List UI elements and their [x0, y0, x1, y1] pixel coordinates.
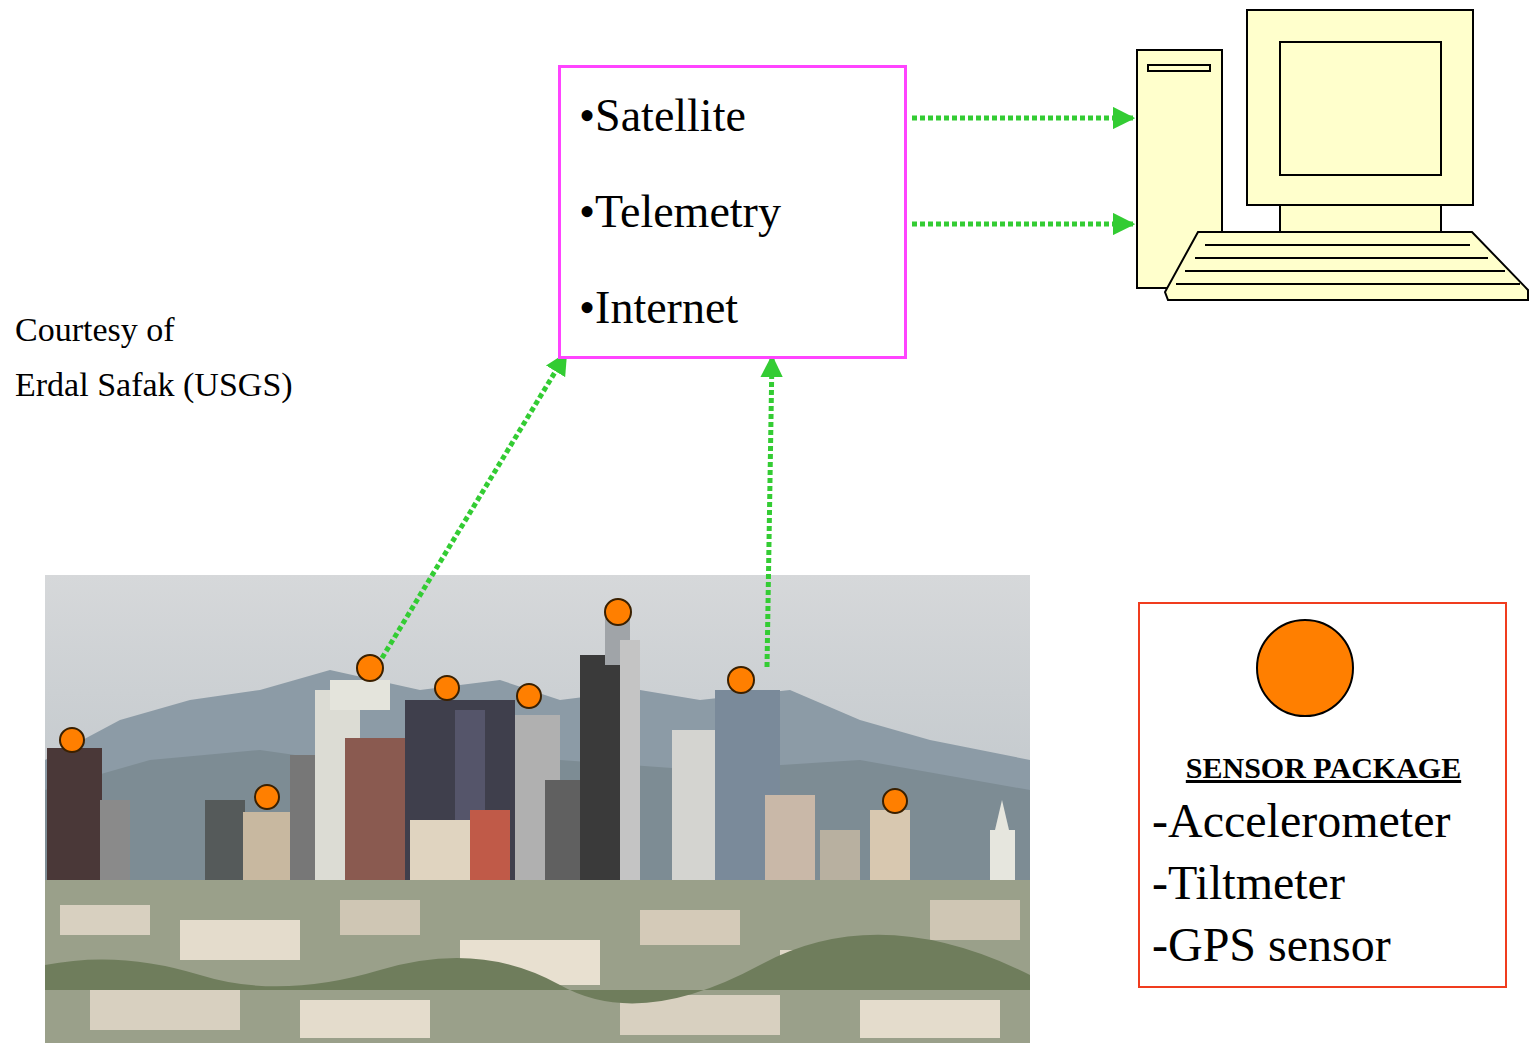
node-text: •Telemetry: [579, 164, 892, 260]
illustration-rect: [47, 748, 102, 898]
illustration-rect: [930, 900, 1020, 940]
illustration-line: [767, 357, 772, 667]
sensor-symbol: [1250, 613, 1360, 723]
illustration-rect: [100, 800, 130, 890]
illustration-rect: [60, 905, 150, 935]
illustration-rect: [545, 780, 585, 890]
illustration-rect: [1280, 205, 1441, 232]
illustration-rect: [300, 1000, 430, 1038]
illustration-rect: [330, 680, 390, 710]
illustration-line: [382, 354, 566, 658]
illustration-rect: [470, 810, 510, 890]
illustration-rect: [345, 738, 405, 893]
data-links: [382, 118, 1133, 667]
illustration-circle: [60, 728, 84, 752]
illustration-rect: [1280, 42, 1441, 175]
illustration-rect: [580, 655, 625, 895]
node-text: •Internet: [579, 260, 892, 356]
illustration-rect: [45, 575, 1030, 1043]
illustration-rect: [45, 880, 1030, 1043]
legend-box: SENSOR PACKAGE-Accelerometer-Tiltmeter-G…: [1138, 602, 1507, 988]
link-box: •Satellite•Telemetry•Internet: [558, 65, 907, 359]
illustration-rect: [90, 990, 240, 1030]
illustration-line: [912, 116, 1133, 121]
illustration-rect: [340, 900, 420, 935]
illustration-path: [995, 800, 1009, 830]
city-photo: [45, 575, 1030, 1043]
illustration-rect: [1148, 65, 1210, 71]
credit-text: Erdal Safak (USGS): [15, 365, 293, 405]
illustration-path: [45, 935, 1030, 1004]
illustration-circle: [357, 655, 383, 681]
illustration-rect: [620, 640, 640, 890]
illustration-path: [1176, 245, 1520, 284]
illustration-rect: [180, 920, 300, 960]
illustration-rect: [870, 810, 910, 890]
credit-text: Courtesy of: [15, 310, 175, 350]
illustration-rect: [410, 820, 470, 890]
node-text: -Accelerometer: [1152, 790, 1495, 852]
illustration-rect: [1247, 10, 1473, 205]
illustration-rect: [640, 910, 740, 945]
legend-heading: SENSOR PACKAGE: [1152, 746, 1495, 790]
illustration-circle: [728, 667, 754, 693]
illustration-line: [912, 222, 1133, 227]
sensor-dots: [60, 599, 907, 813]
illustration-circle: [255, 785, 279, 809]
illustration-rect: [405, 700, 515, 890]
node-text: •Satellite: [579, 68, 892, 164]
node-text: -GPS sensor: [1152, 914, 1495, 976]
illustration-circle: [517, 684, 541, 708]
illustration-circle: [883, 789, 907, 813]
illustration-rect: [765, 795, 815, 890]
illustration-rect: [860, 1000, 1000, 1038]
computer-icon: [1137, 10, 1528, 300]
node-text: -Tiltmeter: [1152, 852, 1495, 914]
illustration-rect: [672, 730, 717, 890]
illustration-path: [45, 670, 1030, 900]
illustration-path: [1165, 232, 1528, 300]
illustration-circle: [605, 599, 631, 625]
illustration-circle: [435, 676, 459, 700]
sensor-circle: [1257, 620, 1353, 716]
